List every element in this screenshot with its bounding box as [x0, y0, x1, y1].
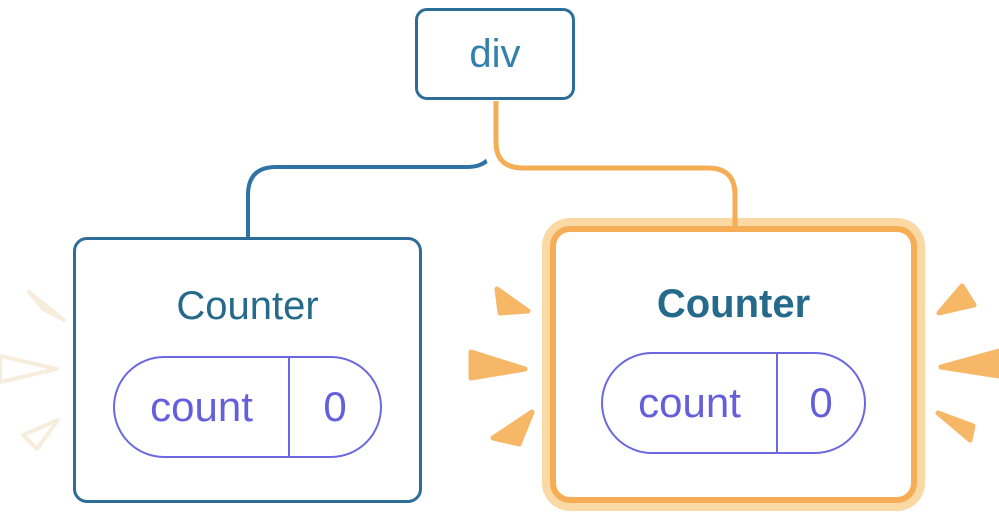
state-name-left: count — [115, 358, 290, 456]
spark-icon — [938, 348, 999, 379]
edge-div-to-left-counter — [246, 96, 496, 240]
counter-card-right-highlight-ring: Counter count 0 — [542, 218, 925, 511]
state-name-right: count — [603, 354, 778, 452]
spark-icon — [494, 286, 531, 316]
counter-card-left: Counter count 0 — [73, 237, 422, 503]
spark-icon — [935, 410, 976, 443]
spark-icon — [0, 354, 59, 384]
state-pill-left: count 0 — [113, 356, 382, 458]
tree-node-div: div — [415, 8, 575, 100]
spark-icon — [21, 418, 60, 451]
edge-casing-div-to-right-counter — [483, 94, 748, 219]
state-value-right: 0 — [809, 379, 833, 426]
spark-burst-left-counter — [0, 290, 66, 451]
counter-title-right: Counter — [656, 282, 811, 326]
spark-icon — [936, 283, 977, 316]
spark-burst-right-counter-left — [468, 286, 535, 447]
counter-title-left: Counter — [176, 284, 319, 328]
spark-icon — [27, 290, 66, 322]
state-pill-right: count 0 — [601, 352, 866, 454]
div-node-label: div — [469, 31, 521, 76]
spark-icon — [490, 409, 535, 447]
spark-burst-right-counter-right — [935, 283, 999, 443]
state-value-left: 0 — [323, 383, 347, 430]
spark-icon — [468, 349, 528, 381]
counter-card-right: Counter count 0 — [550, 226, 917, 503]
